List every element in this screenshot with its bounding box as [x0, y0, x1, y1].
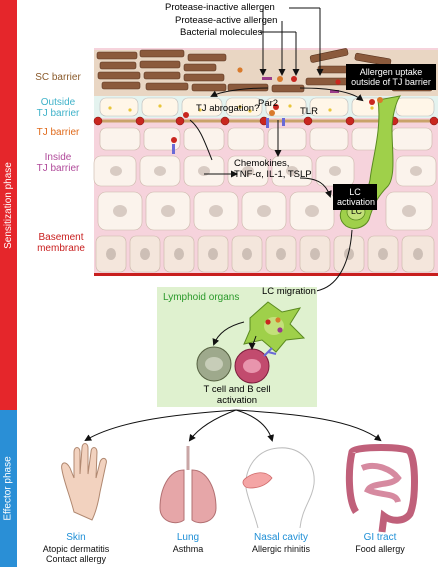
- sc-barrier-label: SC barrier: [35, 72, 81, 83]
- sensitization-phase-bar: [0, 0, 17, 410]
- protease-inactive-label: Protease-inactive allergen: [165, 2, 275, 13]
- tj-abrogation-label: TJ abrogation?: [196, 103, 260, 114]
- lc-migration-label: LC migration: [262, 286, 316, 297]
- organ-gi-desc: Food allergy: [355, 544, 405, 554]
- head-nose-icon: [242, 447, 315, 529]
- organ-skin-title: Skin: [66, 532, 86, 543]
- intestine-icon: [345, 444, 418, 533]
- effector-phase-bar: [0, 410, 17, 567]
- allergen-particles: [171, 67, 383, 154]
- organ-lung-title: Lung: [176, 532, 200, 543]
- chemokines-label: Chemokines,TNF-α, IL-1, TSLP: [234, 158, 312, 180]
- tlr-label: TLR: [300, 106, 318, 117]
- organ-nasal-title: Nasal cavity: [254, 532, 308, 543]
- lungs-icon: [159, 446, 217, 524]
- bacterial-molecules-label: Bacterial molecules: [180, 27, 263, 38]
- langerhans-cell: [339, 95, 402, 229]
- lymphoid-organs-label: Lymphoid organs: [163, 292, 240, 303]
- par2-label: Par2: [258, 98, 279, 109]
- organ-lung-desc: Asthma: [172, 544, 204, 554]
- hand-icon: [61, 443, 107, 521]
- lc-label: LC: [351, 206, 362, 216]
- basement-membrane-line: [94, 273, 438, 276]
- organ-gi-title: GI tract: [363, 532, 397, 543]
- organ-nasal-desc: Allergic rhinitis: [251, 544, 311, 554]
- tj-barrier-label: TJ barrier: [36, 127, 80, 138]
- protease-active-label: Protease-active allergen: [175, 15, 278, 26]
- lymphoid-organs-box: [157, 287, 317, 407]
